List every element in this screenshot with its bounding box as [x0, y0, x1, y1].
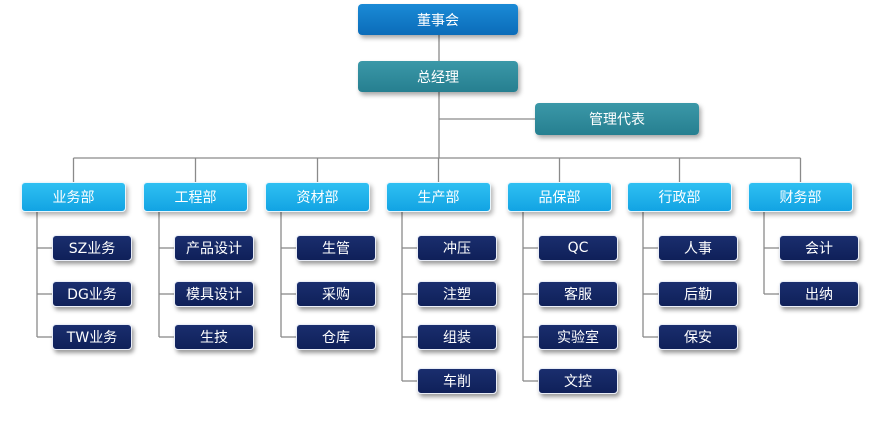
- department-label: 财务部: [779, 190, 822, 206]
- sub-unit-label: 采购: [322, 287, 350, 303]
- sub-unit-box[interactable]: 仓库: [296, 324, 376, 350]
- sub-unit-label: 后勤: [684, 287, 712, 303]
- department-box[interactable]: 工程部: [143, 182, 248, 212]
- sub-unit-label: QC: [567, 240, 589, 256]
- sub-unit-box[interactable]: 实验室: [538, 324, 618, 350]
- sub-unit-label: 保安: [684, 330, 712, 346]
- department-box[interactable]: 生产部: [386, 182, 491, 212]
- sub-unit-box[interactable]: 车削: [417, 368, 497, 394]
- department-box[interactable]: 资材部: [265, 182, 370, 212]
- sub-unit-box[interactable]: 会计: [779, 235, 859, 261]
- sub-unit-label: DG业务: [67, 287, 117, 303]
- department-label: 业务部: [52, 190, 95, 206]
- sub-unit-box[interactable]: TW业务: [52, 324, 132, 350]
- sub-unit-label: 注塑: [443, 287, 471, 303]
- sub-unit-label: 仓库: [322, 330, 350, 346]
- general-manager-label: 总经理: [417, 69, 459, 86]
- management-representative-box[interactable]: 管理代表: [535, 103, 699, 135]
- sub-unit-box[interactable]: QC: [538, 235, 618, 261]
- sub-unit-box[interactable]: 文控: [538, 368, 618, 394]
- sub-unit-label: 会计: [805, 241, 833, 257]
- department-box[interactable]: 行政部: [627, 182, 732, 212]
- sub-unit-box[interactable]: 冲压: [417, 235, 497, 261]
- sub-unit-label: 生管: [322, 241, 350, 257]
- sub-unit-label: 生技: [200, 330, 228, 346]
- department-box[interactable]: 财务部: [748, 182, 853, 212]
- sub-unit-box[interactable]: 后勤: [658, 281, 738, 307]
- sub-unit-box[interactable]: 保安: [658, 324, 738, 350]
- sub-unit-box[interactable]: SZ业务: [52, 235, 132, 261]
- department-label: 工程部: [174, 190, 217, 206]
- department-box[interactable]: 品保部: [507, 182, 612, 212]
- department-label: 资材部: [296, 190, 339, 206]
- department-box[interactable]: 业务部: [21, 182, 126, 212]
- sub-unit-label: 人事: [684, 241, 712, 257]
- board-label: 董事会: [417, 12, 459, 29]
- sub-unit-box[interactable]: 人事: [658, 235, 738, 261]
- sub-unit-box[interactable]: 生管: [296, 235, 376, 261]
- sub-unit-box[interactable]: 生技: [174, 324, 254, 350]
- sub-unit-label: 冲压: [443, 241, 471, 257]
- department-label: 生产部: [417, 190, 460, 206]
- sub-unit-box[interactable]: 产品设计: [174, 235, 254, 261]
- department-label: 行政部: [658, 190, 701, 206]
- sub-unit-box[interactable]: 客服: [538, 281, 618, 307]
- sub-unit-box[interactable]: 组装: [417, 324, 497, 350]
- sub-unit-box[interactable]: DG业务: [52, 281, 132, 307]
- sub-unit-label: 产品设计: [186, 241, 242, 257]
- sub-unit-box[interactable]: 注塑: [417, 281, 497, 307]
- management-representative-label: 管理代表: [589, 112, 645, 128]
- general-manager-box[interactable]: 总经理: [358, 61, 518, 92]
- sub-unit-label: 实验室: [557, 330, 599, 346]
- sub-unit-label: 模具设计: [186, 287, 242, 303]
- board-box[interactable]: 董事会: [358, 4, 518, 35]
- sub-unit-box[interactable]: 采购: [296, 281, 376, 307]
- sub-unit-box[interactable]: 出纳: [779, 281, 859, 307]
- sub-unit-label: 组装: [443, 330, 471, 346]
- connector-lines: [36, 35, 802, 382]
- sub-unit-label: SZ业务: [68, 241, 116, 257]
- sub-unit-label: 出纳: [805, 287, 833, 303]
- sub-unit-label: TW业务: [66, 330, 118, 346]
- sub-unit-label: 车削: [443, 374, 471, 390]
- sub-unit-box[interactable]: 模具设计: [174, 281, 254, 307]
- department-label: 品保部: [538, 190, 581, 206]
- sub-unit-label: 客服: [564, 287, 592, 303]
- sub-unit-label: 文控: [564, 374, 592, 390]
